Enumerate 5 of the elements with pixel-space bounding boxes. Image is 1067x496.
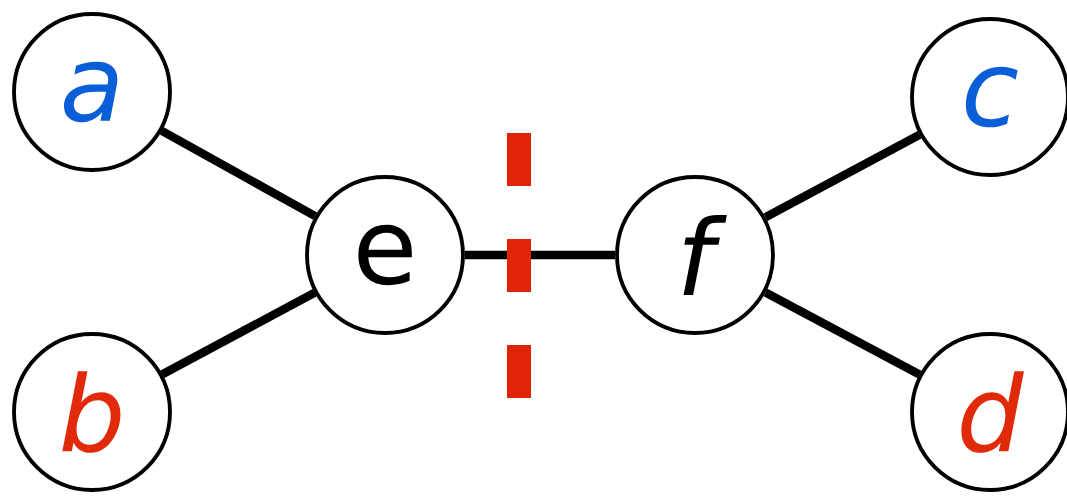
edge-line <box>159 127 318 220</box>
edge-line <box>763 131 922 221</box>
edge-line <box>464 250 616 260</box>
edge-line <box>763 288 922 379</box>
edge-line <box>160 289 317 378</box>
